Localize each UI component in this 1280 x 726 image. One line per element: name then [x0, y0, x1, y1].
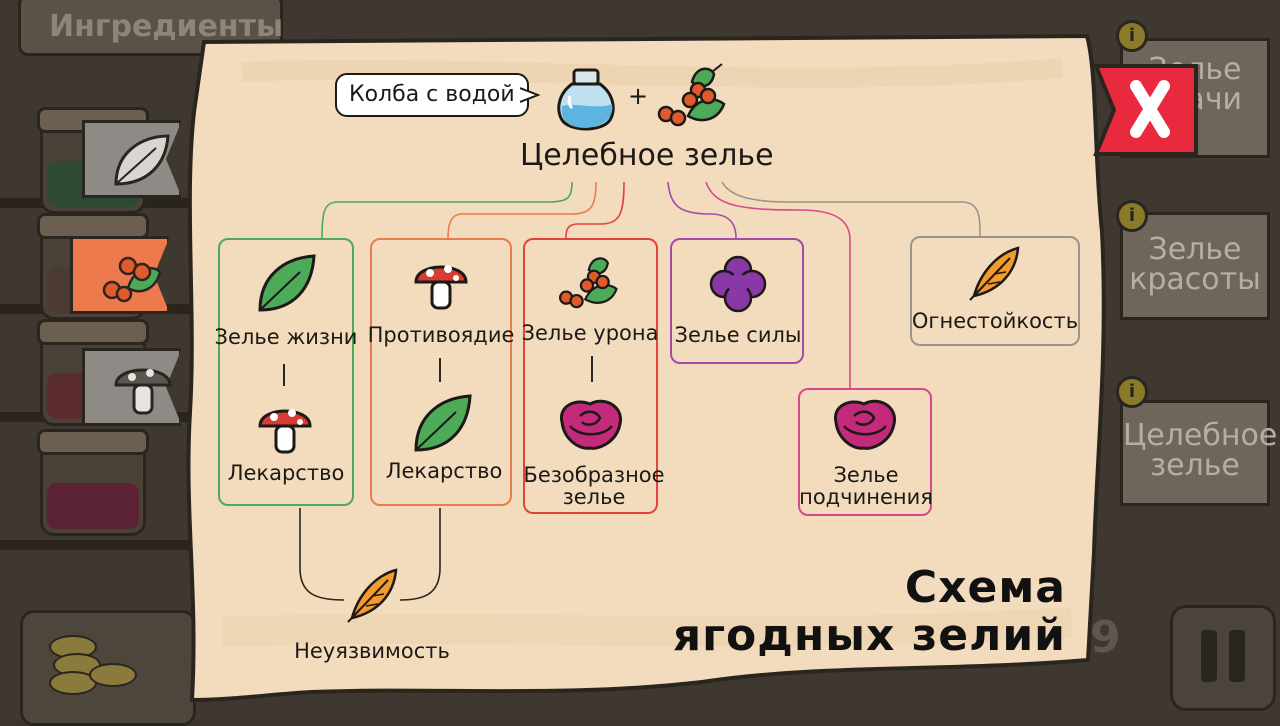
berries-icon	[102, 256, 162, 303]
combined-result-label: Неуязвимость	[294, 639, 450, 663]
flask-icon	[557, 68, 615, 131]
branch-top-label: Зелье урона	[521, 321, 659, 345]
leaf-icon	[258, 254, 316, 312]
branch-top-label: Зелье жизни	[214, 325, 358, 349]
branch-top-label: Зелье подчинения	[799, 463, 933, 509]
branch-box-damage	[523, 238, 658, 514]
branch-box-fireproof	[910, 236, 1080, 346]
leaf-icon	[114, 134, 170, 186]
potion-title: Целебное зелье	[520, 138, 774, 173]
info-icon[interactable]: i	[1116, 200, 1148, 232]
recipe-card-label: Целебное зелье	[1123, 418, 1278, 483]
mushroom-icon	[414, 265, 468, 310]
recipe-card-healing[interactable]: Целебное зелье	[1120, 400, 1277, 506]
close-button[interactable]	[1092, 62, 1200, 158]
coins-icon	[20, 610, 196, 726]
branch-top-label: Зелье силы	[674, 323, 802, 347]
shelf	[0, 540, 290, 550]
branch-top-label: Огнестойкость	[911, 309, 1079, 333]
recipe-card-label: Зелье красоты	[1129, 232, 1261, 297]
rose-icon	[559, 399, 622, 450]
plus-sign: +	[628, 82, 649, 110]
rose-icon	[833, 399, 896, 450]
feather-icon	[969, 246, 1020, 301]
branch-top-label: Противоядие	[367, 323, 515, 347]
branch-box-submission	[798, 388, 932, 516]
scheme-title: Схема ягодных зелий	[673, 564, 1066, 660]
branch-box-life	[218, 238, 354, 506]
berries-icon	[558, 257, 618, 309]
branch-bottom-label: Безобразное зелье	[523, 463, 665, 509]
branch-bottom-label: Лекарство	[227, 461, 345, 485]
branch-box-strength	[670, 238, 804, 364]
scheme-title-line1: Схема	[904, 562, 1066, 613]
ingredients-tab[interactable]: Ингредиенты	[18, 0, 283, 56]
mushroom-icon	[258, 409, 312, 454]
close-icon	[1130, 80, 1170, 138]
counter: 9	[1090, 612, 1121, 663]
leaf-icon	[414, 394, 472, 452]
pause-button[interactable]	[1170, 605, 1276, 711]
info-icon[interactable]: i	[1116, 376, 1148, 408]
scheme-title-line2: ягодных зелий	[672, 610, 1066, 661]
ingredient-bubble: Колба с водой	[335, 73, 529, 117]
mushroom-icon	[114, 368, 172, 415]
clover-icon	[709, 255, 767, 313]
berries-icon	[657, 63, 726, 127]
bubble-tail	[520, 87, 540, 103]
info-icon[interactable]: i	[1116, 20, 1148, 52]
recipe-card-beauty[interactable]: Зелье красоты	[1120, 212, 1270, 320]
branch-box-antidote	[370, 238, 512, 506]
feather-icon	[347, 568, 398, 623]
ingredient-jar-roses[interactable]	[37, 429, 149, 536]
branch-bottom-label: Лекарство	[385, 459, 503, 483]
